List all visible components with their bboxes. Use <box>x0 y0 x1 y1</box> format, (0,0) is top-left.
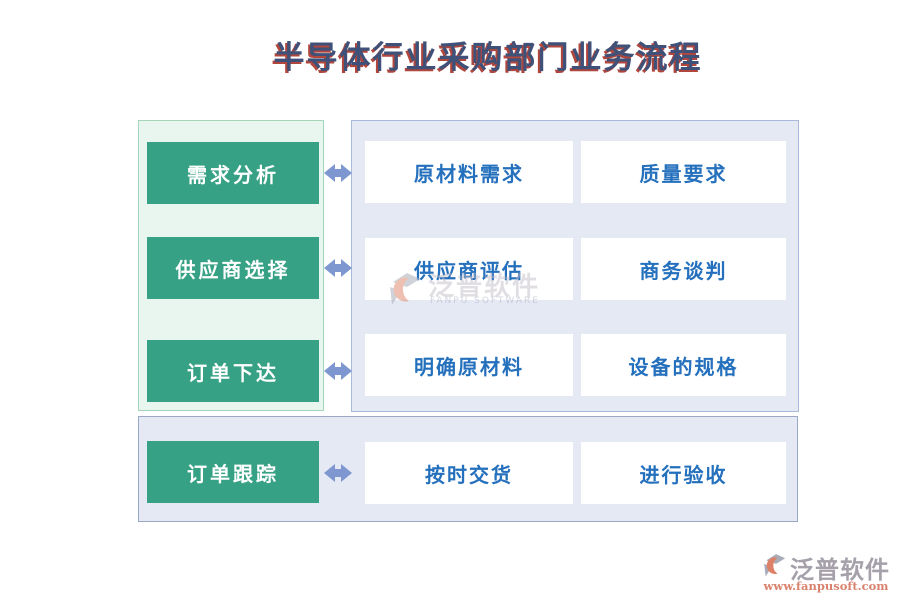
step-order-placement: 订单下达 <box>147 340 319 402</box>
detail-specify-raw-material: 明确原材料 <box>365 334 573 396</box>
detail-on-time-delivery: 按时交货 <box>365 442 573 504</box>
page-title: 半导体行业采购部门业务流程 <box>273 40 703 76</box>
double-horizontal-arrow-icon <box>324 257 352 279</box>
double-horizontal-arrow-icon <box>324 360 352 382</box>
double-horizontal-arrow-icon <box>324 162 352 184</box>
detail-quality-requirement: 质量要求 <box>581 141 786 203</box>
detail-supplier-evaluation: 供应商评估 <box>365 238 573 300</box>
footer-brand-url: www.fanpusoft.com <box>763 579 889 593</box>
footer-brand-name: 泛普软件 <box>790 555 890 584</box>
detail-acceptance-check: 进行验收 <box>581 442 786 504</box>
step-supplier-selection: 供应商选择 <box>147 237 319 299</box>
detail-business-negotiation: 商务谈判 <box>581 238 786 300</box>
footer-brand: 泛普软件 www.fanpusoft.com <box>758 550 892 594</box>
step-order-tracking: 订单跟踪 <box>147 441 319 503</box>
detail-equipment-spec: 设备的规格 <box>581 334 786 396</box>
detail-raw-material-demand: 原材料需求 <box>365 141 573 203</box>
double-horizontal-arrow-icon <box>324 462 352 484</box>
step-demand-analysis: 需求分析 <box>147 142 319 204</box>
fanpu-logo-icon <box>760 552 788 584</box>
